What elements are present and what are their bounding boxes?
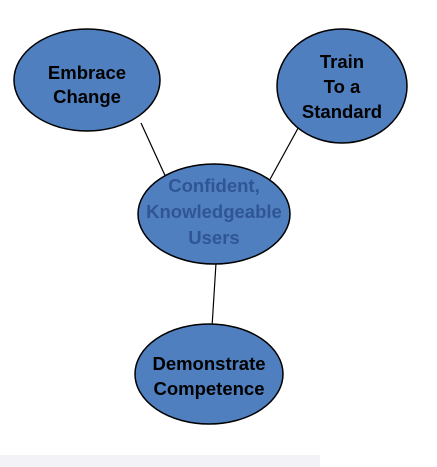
node-train-line-2: To a [324,76,361,97]
node-train-line-3: Standard [302,101,382,122]
node-embrace-line-2: Change [53,86,121,107]
node-demonstrate-competence: Demonstrate Competence [134,323,284,425]
node-confident-users: Confident, Knowledgeable Users [137,163,291,265]
node-embrace-line-1: Embrace [48,62,126,83]
node-center-line-3: Users [188,227,239,248]
node-center-line-2: Knowledgeable [146,201,282,222]
connector-embrace-center [140,122,169,183]
connector-train-center [267,120,303,184]
node-center-line-1: Confident, [168,175,259,196]
node-train-line-1: Train [320,51,364,72]
node-train-to-a-standard: Train To a Standard [276,28,408,144]
node-embrace-change: Embrace Change [13,28,161,132]
bottom-band [0,455,320,467]
connector-center-demonstrate [211,262,217,328]
node-demonstrate-line-1: Demonstrate [152,353,265,374]
node-demonstrate-line-2: Competence [153,378,264,399]
